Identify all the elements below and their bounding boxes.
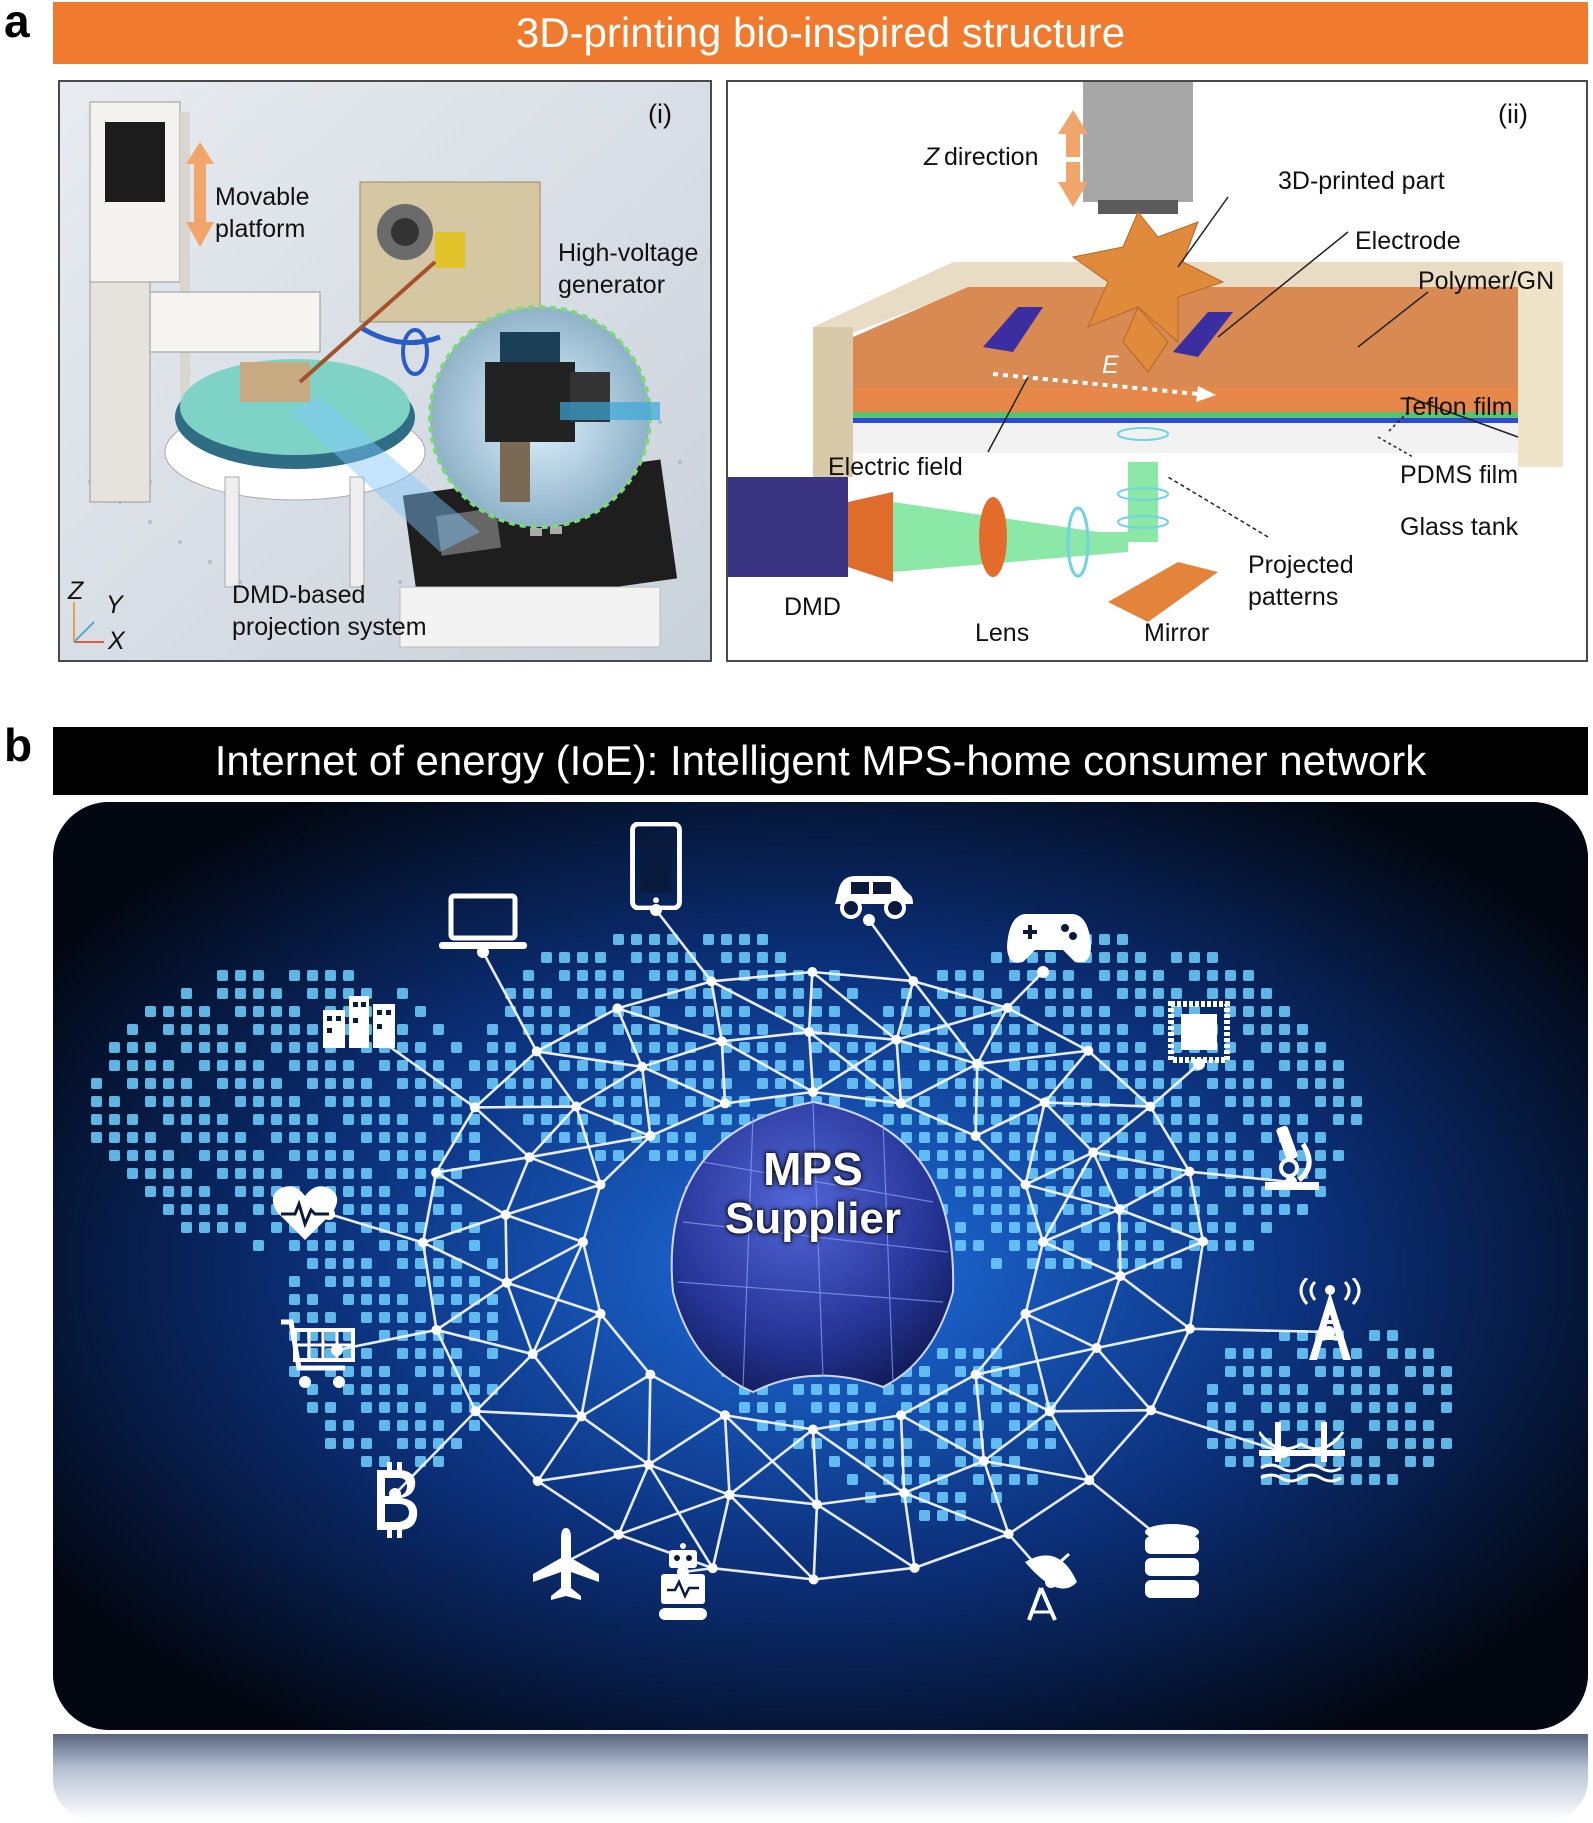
- dmd-projection-label-2: projection system: [232, 613, 427, 641]
- mps-label: MPS: [763, 1143, 863, 1195]
- axis-z-label: Z: [68, 577, 84, 605]
- electric-field-label: Electric field: [828, 453, 963, 481]
- panel-a-banner: 3D-printing bio-inspired structure: [53, 2, 1588, 64]
- platform-label: platform: [215, 215, 306, 243]
- lens-label: Lens: [975, 619, 1030, 647]
- phone-icon: [625, 821, 687, 911]
- chip-icon: [1165, 998, 1233, 1066]
- z-axis-italic: Z: [924, 143, 940, 171]
- dmd-label: DMD: [784, 593, 841, 621]
- bitcoin-icon: [367, 1460, 423, 1540]
- panel-ii-tag: (ii): [1498, 99, 1528, 129]
- electrode-label: Electrode: [1355, 227, 1461, 255]
- schematic-panel: (ii) Z direction 3D-printed part Electro…: [726, 80, 1588, 662]
- polymer-gn-label: Polymer/GN: [1418, 267, 1555, 295]
- printed-part-label: 3D-printed part: [1278, 167, 1445, 195]
- panel-b-letter: b: [4, 719, 33, 771]
- bridge-icon: [1257, 1418, 1345, 1484]
- hv-generator-label-2: generator: [558, 271, 666, 299]
- database-icon: [1143, 1522, 1201, 1600]
- plane-icon: [531, 1526, 601, 1602]
- energy-network-illustration: MPS Supplier: [53, 802, 1588, 1730]
- teflon-film-label: Teflon film: [1400, 393, 1513, 421]
- heart-icon: [271, 1182, 339, 1244]
- hv-generator-label-1: High-voltage: [558, 239, 699, 267]
- z-direction-label: direction: [944, 143, 1039, 171]
- panel-i-tag: (i): [648, 99, 672, 129]
- panel-b-banner: Internet of energy (IoE): Intelligent MP…: [53, 727, 1588, 795]
- panel-a-letter: a: [4, 0, 30, 47]
- supplier-label: Supplier: [724, 1194, 902, 1243]
- cart-icon: [279, 1318, 359, 1392]
- movable-label: Movable: [215, 183, 310, 211]
- projected-label-2: patterns: [1248, 583, 1339, 611]
- buildings-icon: [321, 988, 399, 1050]
- mps-dome: [670, 1100, 955, 1394]
- axis-y-label: Y: [106, 591, 123, 619]
- network-graphic: [53, 802, 1588, 1730]
- dish-icon: [1019, 1542, 1083, 1622]
- setup-photo-panel: (i) Movable platform High-voltage genera…: [58, 80, 712, 662]
- robot-icon: [653, 1542, 713, 1622]
- panel-reflection: [53, 1734, 1588, 1820]
- mirror-label: Mirror: [1144, 619, 1210, 647]
- dmd-projection-label-1: DMD-based: [232, 581, 366, 609]
- gamepad-icon: [1005, 906, 1093, 970]
- glass-tank-label: Glass tank: [1400, 513, 1519, 541]
- microscope-icon: [1263, 1118, 1321, 1194]
- pdms-film-label: PDMS film: [1400, 461, 1519, 489]
- projected-label-1: Projected: [1248, 551, 1354, 579]
- printing-schematic: [728, 82, 1563, 622]
- axis-x-label: X: [108, 627, 125, 655]
- setup-illustration: [60, 82, 710, 660]
- tower-icon: [1297, 1276, 1363, 1362]
- e-field-symbol: E: [1102, 351, 1119, 379]
- laptop-icon: [437, 892, 529, 952]
- car-icon: [829, 864, 915, 920]
